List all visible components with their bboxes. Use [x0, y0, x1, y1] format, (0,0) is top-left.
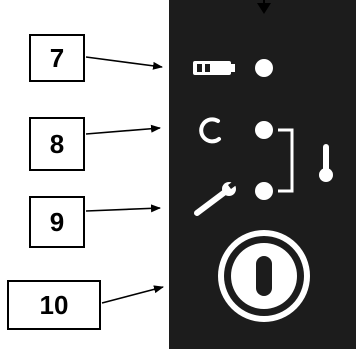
service-indicator-led — [255, 182, 273, 200]
thermometer-icon — [319, 144, 333, 182]
temperature-group-bracket — [278, 128, 294, 193]
wrench-icon — [194, 180, 238, 216]
power-button-icon[interactable] — [218, 230, 310, 322]
top-indicator-arrow — [257, 0, 271, 14]
battery-indicator-led — [255, 59, 273, 77]
battery-icon — [193, 61, 235, 75]
callout-label-10: 10 — [7, 280, 101, 330]
refresh-icon — [199, 117, 221, 144]
leader-arrow-10 — [101, 285, 164, 304]
leader-arrow-7 — [85, 56, 163, 70]
callout-label-8: 8 — [29, 117, 85, 171]
cycle-indicator-led — [255, 121, 273, 139]
leader-arrow-9 — [85, 204, 161, 213]
leader-arrow-8 — [85, 124, 161, 135]
callout-label-7: 7 — [29, 34, 85, 82]
callout-label-9: 9 — [29, 196, 85, 248]
